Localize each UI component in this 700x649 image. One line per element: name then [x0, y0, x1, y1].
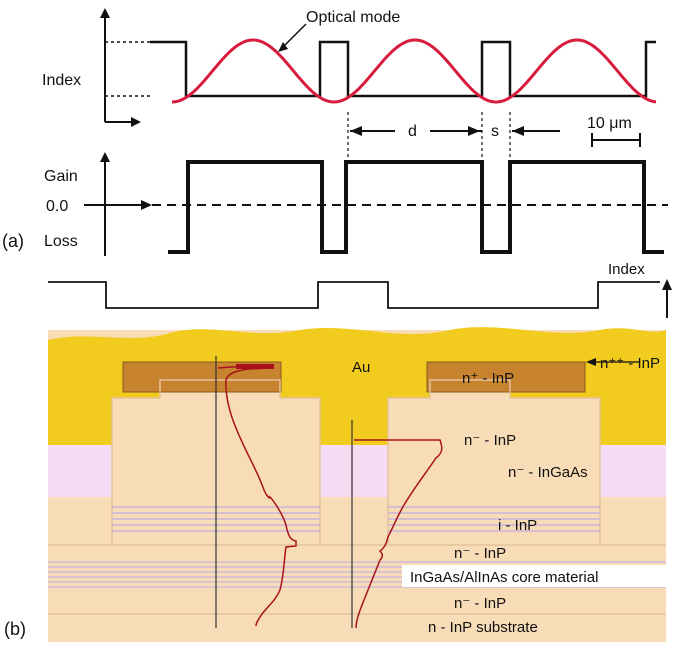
n-plus-contact-right: [426, 361, 586, 393]
n-pp-inp-label: n⁺⁺ - InP: [600, 355, 660, 372]
core-label-box: [402, 565, 668, 587]
index-x-axis-arrow: [131, 117, 141, 127]
gain-loss-profile: [168, 160, 664, 254]
field-profile-left: [217, 365, 297, 627]
au-layer: [48, 327, 666, 445]
index-profile-label: Index: [608, 261, 645, 278]
index-profile-arrow-head: [662, 279, 672, 290]
index-axis-label: Index: [42, 72, 81, 89]
field-profile-right: [354, 439, 443, 629]
gain-loss-plot: Gain 0.0 Loss (a): [2, 152, 668, 256]
ingaas-band-right: [600, 445, 666, 497]
field-peak-mark: [236, 364, 274, 369]
n-m-inp-lower-label: n⁻ - InP: [454, 545, 506, 562]
ingaas-band-left: [48, 445, 112, 497]
core-label: InGaAs/AlInAs core material: [410, 569, 598, 586]
i-inp-label: i - InP: [498, 517, 537, 534]
n-m-inp-ridge-label: n⁻ - InP: [464, 432, 516, 449]
cross-section: Au n⁺⁺ - InP n⁺ - InP n⁻ - InP n⁻ - InGa…: [4, 327, 668, 642]
s-label: s: [491, 123, 499, 140]
panel-b-label: (b): [4, 619, 26, 639]
zero-label: 0.0: [46, 198, 68, 215]
optical-mode-curve: [171, 38, 657, 104]
index-profile-line: [48, 281, 660, 309]
index-plot: Index Optical mode d s 10 μm: [42, 8, 657, 160]
au-label: Au: [352, 359, 370, 376]
panel-a-label: (a): [2, 231, 24, 251]
index-profile-strip: Index: [48, 261, 672, 318]
mesa-left-outline: [111, 379, 321, 545]
optical-mode-pointer-head: [278, 42, 288, 52]
zero-arrow-head: [141, 200, 152, 210]
d-label: d: [408, 123, 417, 140]
n-m-inp-clad-label: n⁻ - InP: [454, 595, 506, 612]
index-step-profile: [150, 40, 656, 98]
mesa-right-outline: [387, 379, 601, 545]
n-m-ingaas-label: n⁻ - InGaAs: [508, 464, 588, 481]
optical-mode-pointer: [281, 23, 307, 49]
ingaas-band-middle: [320, 445, 388, 497]
loss-label: Loss: [44, 233, 78, 250]
n-p-inp-label: n⁺ - InP: [462, 370, 514, 387]
d-arrow-left-head: [350, 126, 362, 136]
scale-bar-label: 10 μm: [587, 115, 632, 132]
n-pp-inp-pointer-head: [586, 358, 596, 366]
optical-mode-label: Optical mode: [306, 9, 400, 26]
s-arrow-right-head: [512, 126, 524, 136]
index-y-axis-arrow: [100, 8, 110, 18]
gain-y-axis-arrow: [100, 152, 110, 162]
gain-label: Gain: [44, 168, 78, 185]
substrate-label: n - InP substrate: [428, 619, 538, 636]
i-inp-multilayer-right: [388, 506, 600, 532]
